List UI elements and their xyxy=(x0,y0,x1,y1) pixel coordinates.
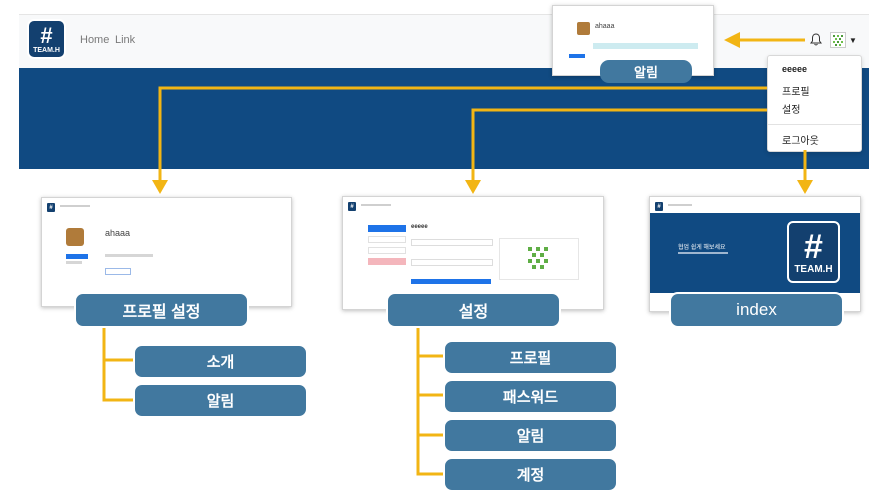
settings-thumb-input-2 xyxy=(411,259,493,266)
arrowhead-settings xyxy=(465,180,481,194)
connector-profile-children xyxy=(102,327,134,402)
alarm-popup-row xyxy=(593,43,698,49)
profile-child-alarm: 알림 xyxy=(133,383,308,418)
profile-page-thumbnail: # ahaaa xyxy=(41,197,292,307)
arrowhead-profile xyxy=(152,180,168,194)
settings-thumb-submit xyxy=(411,279,491,284)
profile-thumb-menu-intro xyxy=(66,254,88,259)
settings-thumb-avatar-panel xyxy=(499,238,579,280)
settings-child-profile: 프로필 xyxy=(443,340,618,375)
profile-thumb-logo-icon: # xyxy=(46,202,56,213)
settings-child-password: 패스워드 xyxy=(443,379,618,414)
connector-to-settings xyxy=(471,108,767,180)
settings-thumb-username: eeeee xyxy=(411,224,428,230)
dropdown-divider xyxy=(768,124,861,125)
dropdown-item-settings[interactable]: 설정 xyxy=(782,105,801,116)
index-label: index xyxy=(669,292,844,328)
alarm-popup-button xyxy=(569,54,585,58)
index-thumb-nav xyxy=(668,204,692,206)
profile-thumb-nav xyxy=(60,205,90,207)
settings-thumb-menu-alarm xyxy=(368,247,406,254)
arrowhead-index xyxy=(797,180,813,194)
nav-link-link[interactable]: Link xyxy=(115,34,136,46)
nav-link-home[interactable]: Home xyxy=(80,34,110,46)
bell-icon[interactable] xyxy=(810,33,822,46)
profile-thumb-avatar xyxy=(66,228,84,246)
connector-settings-children xyxy=(416,327,444,476)
index-logo-text: TEAM.H xyxy=(794,263,833,275)
index-thumb-subtext xyxy=(678,252,728,254)
settings-child-alarm: 알림 xyxy=(443,418,618,453)
team-logo[interactable]: # TEAM.H xyxy=(27,19,66,59)
dropdown-username: eeeee xyxy=(782,64,808,74)
settings-child-account: 계정 xyxy=(443,457,618,492)
hashtag-logo-icon: # xyxy=(40,22,53,48)
logo-text: TEAM.H xyxy=(33,46,60,54)
profile-thumb-username: ahaaa xyxy=(105,228,131,238)
avatar-icon[interactable] xyxy=(830,32,846,48)
index-thumb-logo-icon: # xyxy=(654,201,664,212)
index-thumb-big-logo: # TEAM.H xyxy=(787,221,840,283)
settings-thumb-menu-password xyxy=(368,236,406,243)
alarm-label: 알림 xyxy=(600,60,692,83)
settings-label: 설정 xyxy=(386,292,561,328)
user-dropdown-menu: eeeee 프로필 설정 로그아웃 xyxy=(767,55,862,152)
profile-child-intro: 소개 xyxy=(133,344,308,379)
dropdown-item-logout[interactable]: 로그아웃 xyxy=(782,136,819,147)
alarm-popup-avatar xyxy=(577,22,590,35)
settings-thumb-menu-account xyxy=(368,258,406,265)
profile-thumb-menu-alarm xyxy=(66,261,82,264)
settings-thumb-menu-profile xyxy=(368,225,406,232)
settings-thumb-input xyxy=(411,239,493,246)
settings-thumb-avatar-icon xyxy=(528,247,548,269)
index-thumb-hero-text: 협업 쉽게 해보세요 xyxy=(678,245,726,251)
profile-thumb-content xyxy=(105,254,153,257)
dropdown-item-profile[interactable]: 프로필 xyxy=(782,87,810,98)
arrowhead-alarm xyxy=(724,32,740,48)
profile-settings-label: 프로필 설정 xyxy=(74,292,249,328)
settings-thumb-nav xyxy=(361,204,391,206)
index-hashtag-icon: # xyxy=(804,227,823,266)
caret-down-icon[interactable]: ▼ xyxy=(849,36,857,45)
connector-to-profile xyxy=(158,86,767,180)
profile-thumb-button xyxy=(105,268,131,275)
settings-thumb-logo-icon: # xyxy=(347,201,357,212)
alarm-popup-username: ahaaa xyxy=(595,23,615,30)
